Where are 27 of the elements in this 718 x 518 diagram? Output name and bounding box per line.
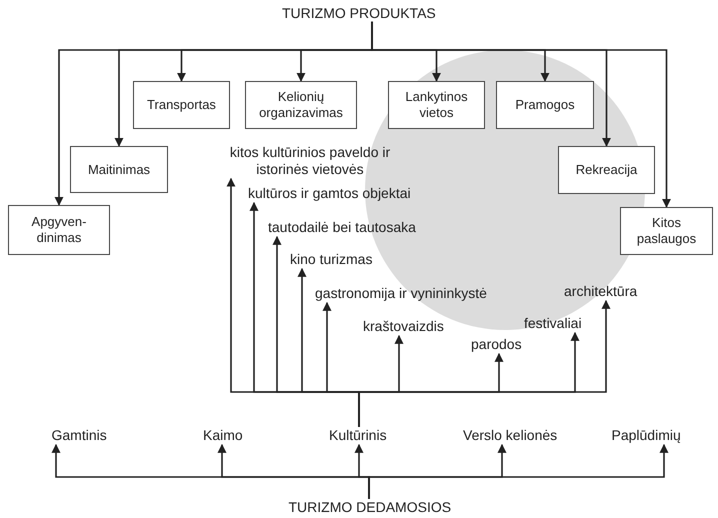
heading-text: TURIZMO PRODUKTAS bbox=[282, 5, 436, 22]
label-text: festivaliai bbox=[524, 315, 582, 332]
label-text: kitos kultūrinios paveldo ir istorinės vietovės bbox=[222, 144, 398, 178]
arrow bbox=[368, 444, 668, 499]
service-box: Transportas bbox=[133, 81, 230, 129]
label-text: Kaimo bbox=[203, 427, 243, 444]
arrow bbox=[358, 300, 610, 427]
label-text: kultūros ir gamtos objektai bbox=[248, 185, 411, 202]
service-box: Kelionių organizavimas bbox=[245, 81, 357, 129]
label-text: Paplūdimių bbox=[612, 427, 681, 444]
arrow bbox=[371, 22, 671, 208]
label-text: kino turizmas bbox=[290, 251, 372, 268]
service-box: Kitos paslaugos bbox=[620, 207, 713, 255]
service-box: Lankytinos vietos bbox=[388, 81, 485, 129]
label-text: Gamtinis bbox=[52, 427, 107, 444]
service-box: Pramogos bbox=[496, 81, 594, 129]
label-text: gastronomija ir vynininkystė bbox=[315, 285, 487, 302]
label-text: tautodailė bei tautosaka bbox=[268, 219, 416, 236]
service-box: Maitinimas bbox=[70, 146, 168, 193]
label-text: Verslo kelionės bbox=[463, 427, 558, 444]
label-text: parodos bbox=[471, 336, 522, 353]
heading-text: TURIZMO DEDAMOSIOS bbox=[288, 499, 452, 516]
service-box: Rekreacija bbox=[558, 146, 655, 194]
label-text: architektūra bbox=[564, 283, 638, 300]
label-text: kraštovaizdis bbox=[363, 318, 444, 335]
service-box: Apgyven- dinimas bbox=[8, 205, 110, 255]
label-text: Kultūrinis bbox=[329, 427, 387, 444]
